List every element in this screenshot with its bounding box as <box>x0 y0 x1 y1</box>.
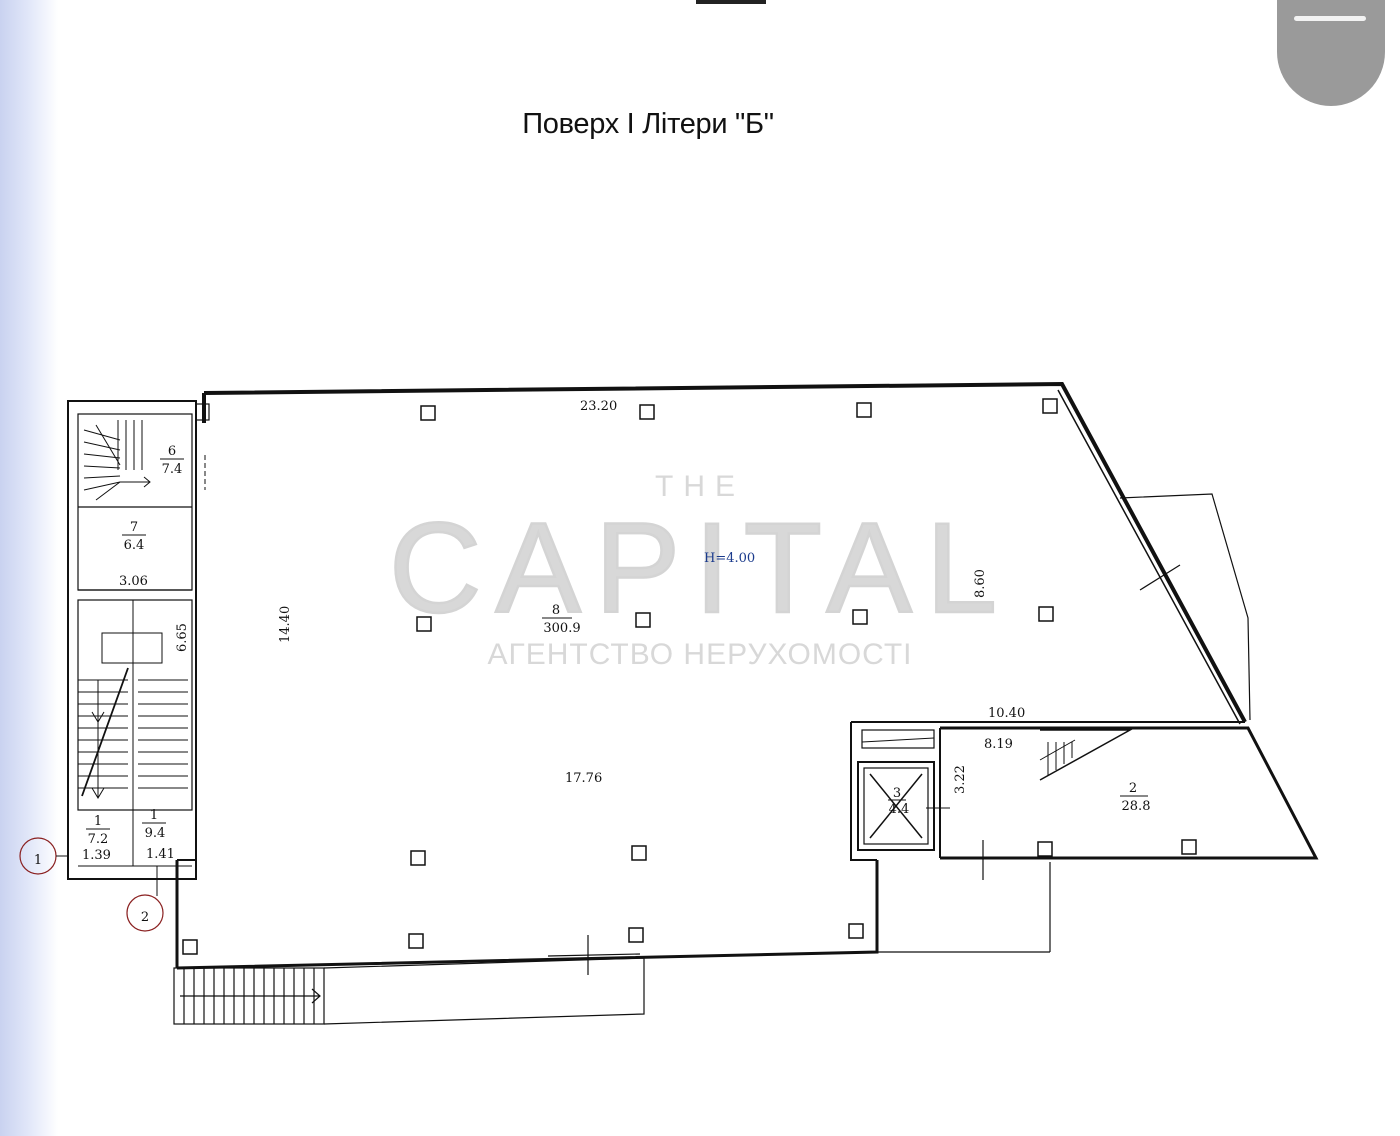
room-6: 6 7.4 <box>160 444 184 477</box>
annex-walls <box>861 726 1319 953</box>
ceiling-height: H=4.00 <box>704 551 755 566</box>
dim-stair-height: 6.65 <box>175 623 190 652</box>
svg-text:1: 1 <box>94 814 102 829</box>
lift-shaft <box>857 761 950 851</box>
svg-text:4.4: 4.4 <box>889 802 910 817</box>
svg-text:28.8: 28.8 <box>1122 799 1151 814</box>
watermark-line3: АГЕНТСТВО НЕРУХОМОСТІ <box>487 638 912 671</box>
svg-text:7: 7 <box>130 520 138 535</box>
canopy-right <box>1119 493 1251 721</box>
watermark-line2: CAPITAL <box>389 497 1011 640</box>
page-title: Поверх І Літери "Б" <box>522 108 774 140</box>
menu-icon <box>1294 16 1366 21</box>
menu-button[interactable] <box>1277 0 1385 106</box>
dim-annex-top: 10.40 <box>988 706 1025 721</box>
dim-stair-width: 3.06 <box>119 574 148 589</box>
room-7: 7 6.4 <box>122 520 146 553</box>
stair-block <box>67 400 210 880</box>
svg-text:300.9: 300.9 <box>543 621 580 636</box>
entrance-marker-1: 1 <box>19 837 68 875</box>
dim-stair-bottom-left: 1.39 <box>82 848 111 863</box>
room-3: 3 4.4 <box>888 786 909 817</box>
scan-edge-strip <box>0 0 58 1136</box>
svg-text:2: 2 <box>1129 781 1137 796</box>
header-underline <box>696 0 766 4</box>
dim-annex-inner: 8.19 <box>984 737 1013 752</box>
svg-text:8: 8 <box>552 603 560 618</box>
columns <box>182 398 1197 955</box>
dim-top: 23.20 <box>580 399 617 414</box>
dim-right-slope: 8.60 <box>973 569 988 598</box>
dim-stair-bottom-right: 1.41 <box>146 847 175 862</box>
svg-text:6.4: 6.4 <box>124 538 145 553</box>
svg-text:2: 2 <box>141 910 149 925</box>
room-1-right: 1 9.4 <box>142 808 166 841</box>
room-8: 8 300.9 <box>542 603 581 636</box>
watermark-line1: THE <box>655 470 745 503</box>
svg-text:9.4: 9.4 <box>145 826 166 841</box>
watermark: THE CAPITAL АГЕНТСТВО НЕРУХОМОСТІ <box>388 470 1011 671</box>
dim-bottom-main: 17.76 <box>565 771 602 786</box>
svg-text:7.2: 7.2 <box>88 832 109 847</box>
room-1-left: 1 7.2 <box>86 814 110 847</box>
svg-text:3: 3 <box>893 786 901 801</box>
svg-text:1: 1 <box>150 808 158 823</box>
entrance-marker-2: 2 <box>126 866 164 932</box>
room-2: 2 28.8 <box>1120 781 1150 814</box>
svg-text:7.4: 7.4 <box>162 462 183 477</box>
entrance-stair <box>173 935 645 1025</box>
dim-left-main: 14.40 <box>278 606 293 643</box>
dim-lift: 3.22 <box>953 765 968 794</box>
svg-text:6: 6 <box>168 444 176 459</box>
svg-text:1: 1 <box>34 853 42 868</box>
